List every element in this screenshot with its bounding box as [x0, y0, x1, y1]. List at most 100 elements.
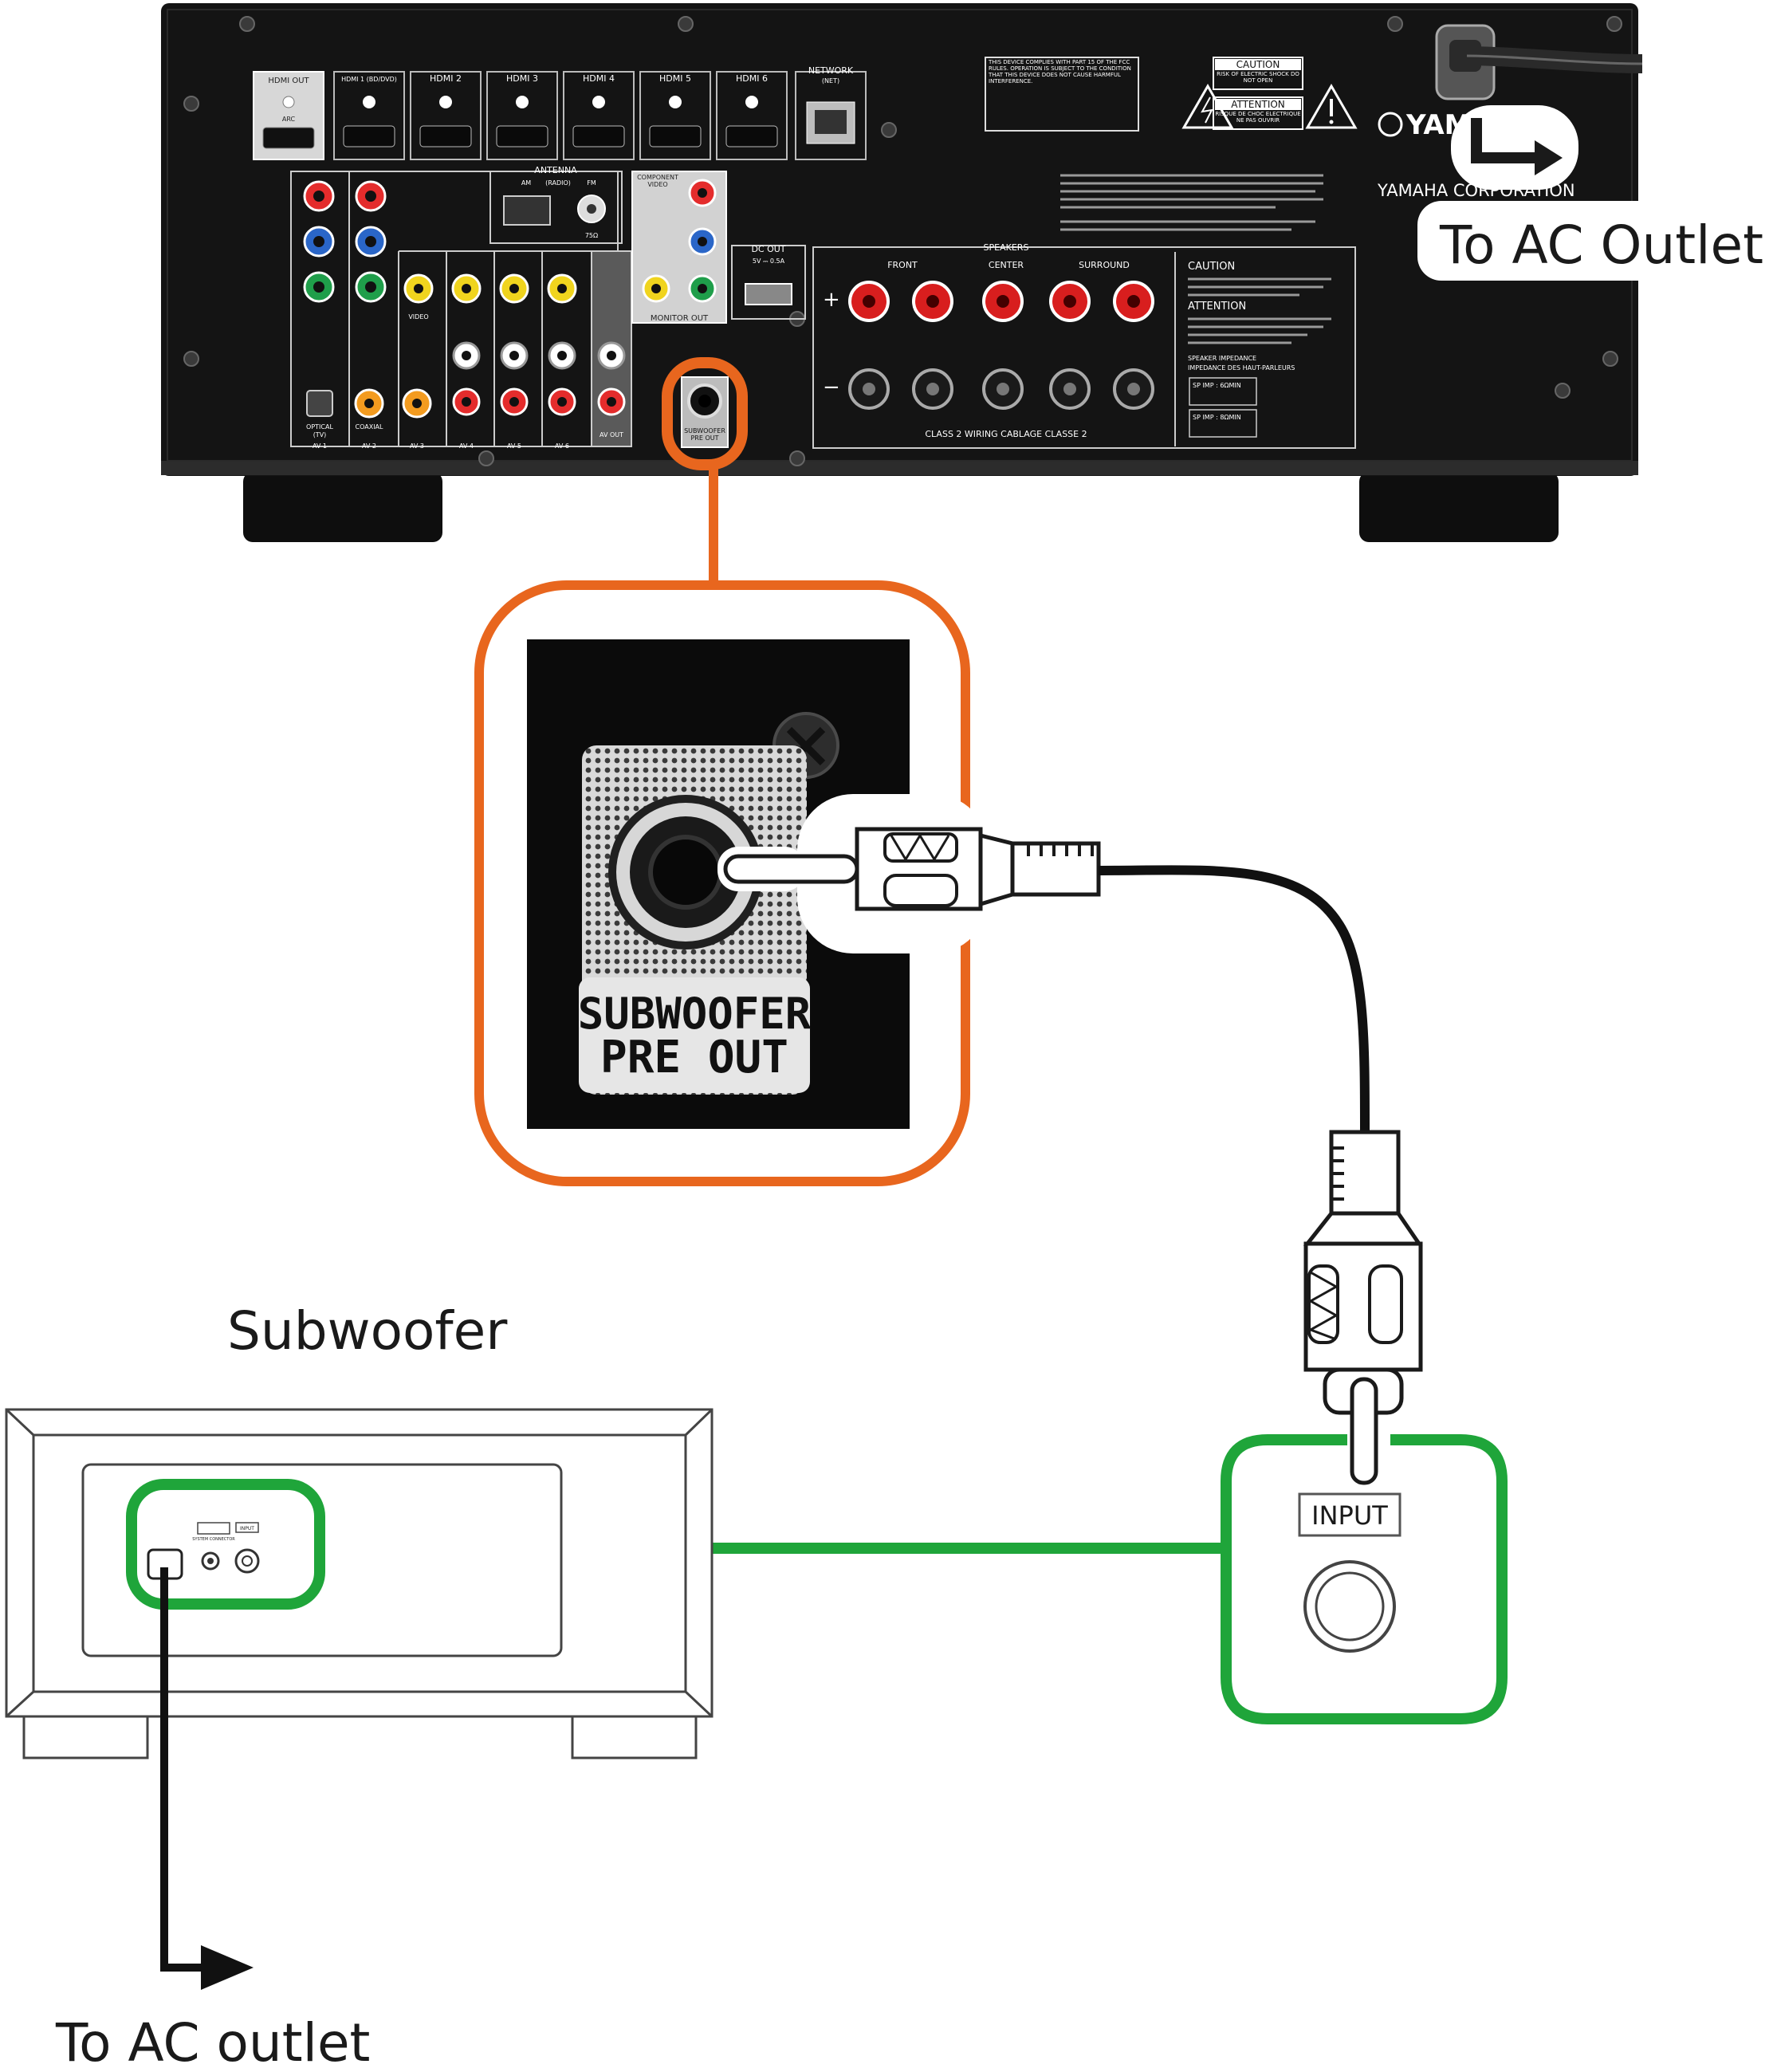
zoom-label-line1: SUBWOOFER: [578, 989, 812, 1039]
component-video-inputs: [303, 180, 387, 303]
hdmi-3-port[interactable]: HDMI 3: [486, 71, 558, 160]
av-label: AV 1: [313, 442, 327, 450]
input-label: INPUT: [1311, 1500, 1388, 1531]
optical-jack[interactable]: [306, 390, 333, 417]
antenna-ohm-label: 75Ω: [585, 232, 598, 239]
hdmi-1-label: HDMI 1 (BD/DVD): [341, 76, 397, 83]
fcc-notice-box: [985, 57, 1139, 132]
antenna-fm-label: FM: [587, 179, 596, 187]
hdmi-out-led-icon: [282, 96, 295, 108]
coaxial-label: COAXIAL: [356, 423, 384, 431]
speaker-surround-label: SURROUND: [1079, 260, 1130, 270]
hdmi-out-port[interactable]: [262, 127, 315, 149]
network-sub-label: (NET): [822, 77, 839, 85]
attention-box: [1213, 96, 1303, 130]
av-label: AV 2: [362, 442, 376, 450]
receiver-ac-callout: To AC Outlet: [1417, 105, 1763, 281]
screw-icon: [183, 351, 199, 367]
subwoofer-unit: [5, 1408, 714, 1759]
antenna-am-label: AM: [521, 179, 531, 187]
caution-box-text: RISK OF ELECTRIC SHOCK DO NOT OPEN: [1217, 71, 1299, 84]
hdmi-arc-label: ARC: [282, 116, 296, 123]
screw-icon: [239, 16, 255, 32]
av-label: AV 6: [555, 442, 569, 450]
usb-dc-port[interactable]: [745, 283, 792, 305]
rca-plug-vertical: [1303, 1130, 1423, 1485]
hdmi-1-port[interactable]: HDMI 1 (BD/DVD): [333, 71, 405, 160]
speaker-terminals: [848, 281, 1154, 410]
screw-icon: [881, 122, 897, 138]
speaker-center-label: CENTER: [989, 260, 1024, 270]
hdmi-5-port[interactable]: HDMI 5: [639, 71, 711, 160]
subwoofer-small-connectors: SYSTEM CONNECTOR INPUT: [126, 1479, 325, 1610]
screw-icon: [1555, 383, 1571, 399]
caution-box-title: CAUTION: [1236, 59, 1280, 70]
attention-box-title: ATTENTION: [1231, 99, 1285, 110]
hdmi-out-label: HDMI OUT: [268, 77, 309, 85]
speakers-label: SPEAKERS: [984, 242, 1029, 253]
optical-tv-label: (TV): [313, 431, 327, 438]
screw-icon: [1606, 16, 1622, 32]
subwoofer-ac-outlet-label: To AC outlet: [55, 2012, 370, 2072]
screw-icon: [1387, 16, 1403, 32]
orange-ring-small: [662, 357, 748, 470]
av-label: AV 3: [410, 442, 424, 450]
dc-out-label: DC OUT: [751, 244, 785, 254]
subwoofer-foot-left: [22, 1712, 149, 1759]
right-arrow-icon: [1471, 118, 1543, 163]
network-label: NETWORK: [808, 65, 854, 76]
hdmi-4-port[interactable]: HDMI 4: [563, 71, 635, 160]
antenna-label: ANTENNA: [534, 165, 577, 175]
receiver-foot-left: [243, 472, 442, 542]
hdmi-3-label: HDMI 3: [506, 73, 538, 84]
antenna-box: [489, 171, 623, 244]
subwoofer-foot-right: [571, 1712, 698, 1759]
av-label: AV 5: [507, 442, 521, 450]
component-video-label: COMPONENT VIDEO: [637, 174, 678, 188]
exclamation-warning-icon: [1305, 83, 1358, 129]
plus-sign: +: [823, 288, 840, 312]
screw-icon: [1602, 351, 1618, 367]
right-arrow-icon: [201, 1945, 254, 1990]
hdmi-inputs: HDMI 1 (BD/DVD) HDMI 2 HDMI 3 HDMI 4: [333, 71, 788, 160]
dc-out-rating: 5V ⎓ 0.5A: [753, 258, 785, 265]
speaker-attention-title: ATTENTION: [1188, 301, 1246, 313]
subwoofer-cable: [1098, 865, 1370, 1133]
class2-label: CLASS 2 WIRING CABLAGE CLASSE 2: [925, 429, 1087, 439]
receiver-foot-right: [1359, 472, 1559, 542]
screw-icon: [678, 16, 694, 32]
license-text-block: [1060, 174, 1323, 231]
antenna-radio-label: (RADIO): [545, 179, 571, 187]
hdmi-5-label: HDMI 5: [659, 73, 691, 84]
hdmi-2-label: HDMI 2: [430, 73, 462, 84]
network-port[interactable]: [795, 71, 867, 160]
system-connector-small-label: SYSTEM CONNECTOR: [192, 1537, 235, 1542]
monitor-out-label: MONITOR OUT: [651, 314, 709, 323]
subwoofer-power-cord: [160, 1567, 209, 1972]
hdmi-2-port[interactable]: HDMI 2: [410, 71, 482, 160]
impedance-fr-label: IMPEDANCE DES HAUT-PARLEURS: [1188, 364, 1295, 372]
speaker-front-label: FRONT: [887, 260, 918, 270]
input-small-label: INPUT: [240, 1526, 254, 1531]
zoom-label-line2: PRE OUT: [600, 1032, 788, 1083]
screw-icon: [183, 96, 199, 112]
yamaha-logo-icon: [1378, 112, 1403, 137]
screw-icon: [478, 450, 494, 466]
receiver-body: [161, 3, 1638, 476]
receiver-ac-outlet-label: To AC Outlet: [1439, 214, 1763, 276]
optical-label: OPTICAL: [306, 423, 333, 431]
speakers-box: [812, 246, 1356, 449]
dc-out-box: [731, 245, 806, 320]
speaker-caution-title: CAUTION: [1188, 261, 1235, 273]
green-input-frame: [1221, 1434, 1508, 1724]
caution-box: [1213, 57, 1303, 90]
sp-imp-6-label: SP IMP : 6ΩMIN: [1193, 382, 1241, 389]
subwoofer-title: Subwoofer: [227, 1300, 508, 1362]
hdmi-6-port[interactable]: HDMI 6: [716, 71, 788, 160]
am-antenna-terminal[interactable]: [503, 195, 551, 226]
subwoofer-small-label: SUBWOOFER PRE OUT: [684, 427, 725, 442]
green-ring-small: [126, 1479, 325, 1610]
rca-plug-horizontal: [717, 794, 1101, 953]
subwoofer-pre-out-jack[interactable]: [681, 376, 729, 448]
